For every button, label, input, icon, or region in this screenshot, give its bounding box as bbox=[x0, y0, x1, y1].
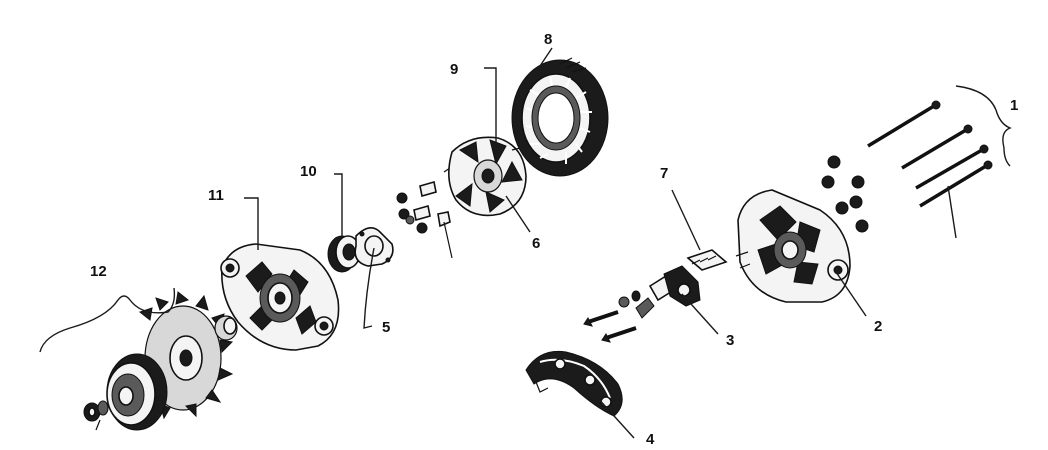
retainer-screws bbox=[396, 180, 453, 259]
leader-line-4 bbox=[595, 395, 635, 439]
label-12: 12 bbox=[90, 263, 107, 280]
leader-line-8 bbox=[539, 47, 553, 67]
label-7: 7 bbox=[660, 165, 668, 182]
bolt-leader-line bbox=[947, 185, 957, 239]
label-3: 3 bbox=[726, 332, 734, 349]
leader-line-9 bbox=[484, 67, 497, 160]
leader-line-7 bbox=[671, 189, 701, 251]
label-11: 11 bbox=[208, 187, 224, 204]
label-8: 8 bbox=[544, 31, 552, 48]
label-1: 1 bbox=[1010, 97, 1018, 114]
rotor bbox=[443, 136, 529, 217]
leader-line-6 bbox=[505, 195, 531, 233]
label-2: 2 bbox=[874, 318, 882, 335]
spacer-collar bbox=[214, 315, 238, 341]
leader-line-5 bbox=[363, 247, 375, 329]
brush-holder bbox=[635, 265, 701, 319]
leader-line-12 bbox=[39, 287, 176, 353]
through-bolts bbox=[867, 100, 993, 208]
leader-line-10 bbox=[334, 173, 343, 236]
leader-line-3 bbox=[681, 293, 719, 335]
stator bbox=[511, 57, 609, 177]
leader-line-11 bbox=[244, 197, 259, 250]
label-5: 5 bbox=[382, 319, 390, 336]
pulley-fan-assembly bbox=[83, 291, 238, 431]
housing-nuts bbox=[821, 155, 869, 233]
brush-holder-screws bbox=[583, 290, 641, 343]
label-9: 9 bbox=[450, 61, 458, 78]
label-10: 10 bbox=[300, 163, 317, 180]
bearing-retainer-plate bbox=[354, 227, 394, 267]
rectifier-bridge bbox=[525, 350, 623, 417]
leader-line-1 bbox=[955, 85, 1012, 167]
voltage-regulator bbox=[686, 249, 728, 271]
pulley bbox=[106, 353, 168, 431]
leader-line-2 bbox=[835, 271, 867, 317]
rear-housing bbox=[735, 189, 851, 303]
label-6: 6 bbox=[532, 235, 540, 252]
drive-end-housing bbox=[220, 243, 340, 351]
pulley-nut bbox=[83, 400, 109, 422]
label-4: 4 bbox=[646, 431, 655, 448]
